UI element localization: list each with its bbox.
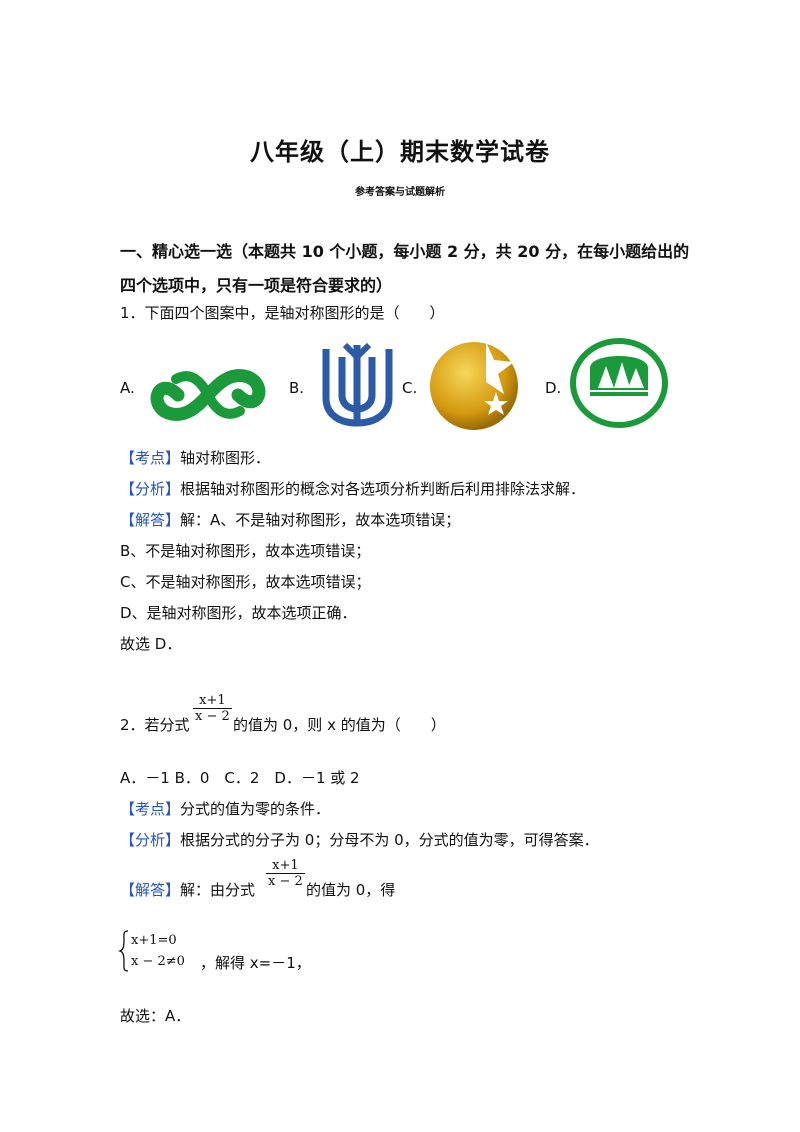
system-result: ，解得 x=－1， [200, 954, 311, 972]
q1-line-c: C、不是轴对称图形，故本选项错误； [120, 573, 371, 591]
system-equation-1: x+1=0 [131, 933, 177, 948]
q1-kaodian-line: 【考点】轴对称图形． [120, 448, 270, 468]
q2-jieda-suffix: 的值为 0，得 [306, 881, 396, 899]
q1-stem: 1．下面四个图案中，是轴对称图形的是（ ） [120, 304, 445, 322]
q1-line-d: D、是轴对称图形，故本选项正确． [120, 604, 357, 622]
q2-fenxi-line: 【分析】根据分式的分子为 0；分母不为 0，分式的值为零，可得答案． [120, 830, 599, 850]
q2-fraction: x+1 x − 2 [193, 693, 232, 724]
q1-answer: 故选 D． [120, 635, 182, 653]
kaodian-tag: 【考点】 [120, 449, 181, 467]
fraction-denominator: x − 2 [195, 709, 230, 724]
q1-option-c-label: C. [402, 379, 418, 397]
system-brace-icon [117, 930, 129, 972]
logo-a-infinity-icon [150, 369, 266, 421]
q1-jieda-line: 【解答】解：A、不是轴对称图形，故本选项错误； [120, 510, 460, 530]
q2-options: A．－1 B．0 C．2 D．－1 或 2 [120, 769, 360, 787]
page-subtitle: 参考答案与试题解析 [355, 187, 445, 198]
jieda-prefix: 解：由分式 [180, 881, 256, 899]
logo-c-ball-star-icon [430, 342, 518, 430]
q2-stem-prefix: 2．若分式 [120, 716, 190, 734]
fraction-numerator: x+1 [193, 693, 232, 709]
fenxi-text: 根据分式的分子为 0；分母不为 0，分式的值为零，可得答案． [180, 831, 599, 849]
kaodian-tag: 【考点】 [120, 800, 181, 818]
section-heading-line2: 四个选项中，只有一项是符合要求的） [120, 276, 393, 295]
jieda-tag: 【解答】 [120, 881, 181, 899]
kaodian-text: 轴对称图形． [180, 449, 271, 467]
q2-jieda-line: 【解答】解：由分式 [120, 880, 255, 900]
q2-answer: 故选：A． [120, 1007, 191, 1025]
q2-solution-fraction: x+1 x − 2 [266, 858, 305, 889]
fenxi-tag: 【分析】 [120, 831, 181, 849]
kaodian-text: 分式的值为零的条件． [180, 800, 331, 818]
page-title: 八年级（上）期末数学试卷 [250, 138, 550, 166]
q1-line-b: B、不是轴对称图形，故本选项错误； [120, 542, 371, 560]
q2-kaodian-line: 【考点】分式的值为零的条件． [120, 799, 330, 819]
fraction-denominator: x − 2 [268, 874, 303, 889]
q1-option-d-label: D. [545, 379, 562, 397]
fenxi-tag: 【分析】 [120, 480, 181, 498]
jieda-tag: 【解答】 [120, 511, 181, 529]
q1-option-b-label: B. [289, 379, 305, 397]
logo-b-shield-icon [322, 342, 393, 427]
system-equation-2: x − 2≠0 [131, 954, 185, 969]
q2-stem-suffix: 的值为 0，则 x 的值为（ ） [233, 716, 446, 734]
logo-d-trees-icon [570, 338, 668, 428]
fraction-numerator: x+1 [266, 858, 305, 874]
jieda-text: 解：A、不是轴对称图形，故本选项错误； [180, 511, 461, 529]
fenxi-text: 根据轴对称图形的概念对各选项分析判断后利用排除法求解． [180, 480, 586, 498]
q1-option-a-label: A. [120, 379, 135, 397]
q1-fenxi-line: 【分析】根据轴对称图形的概念对各选项分析判断后利用排除法求解． [120, 479, 585, 499]
section-heading-line1: 一、精心选一选（本题共 10 个小题，每小题 2 分，共 20 分，在每小题给出… [120, 242, 690, 261]
